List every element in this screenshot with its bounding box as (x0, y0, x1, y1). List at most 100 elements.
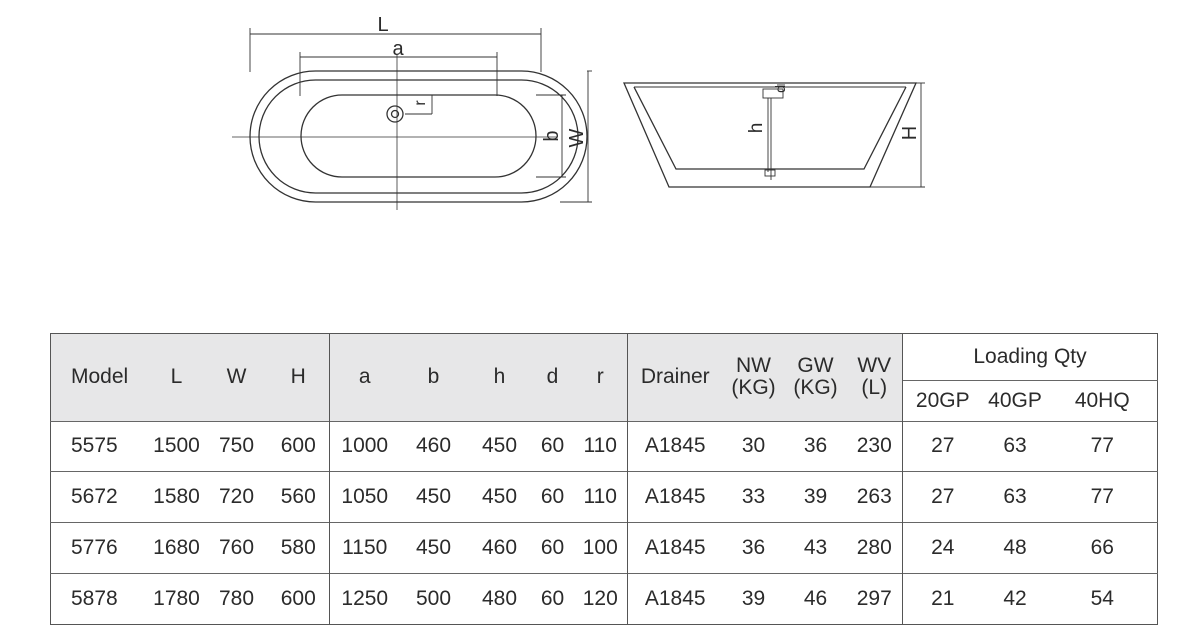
cell-d: 60 (531, 471, 574, 523)
cell-wv: 230 (846, 420, 903, 472)
cell-gw: 39 (784, 471, 847, 523)
header-b: b (399, 333, 468, 421)
header-d: d (531, 333, 574, 421)
cell-d: 60 (531, 522, 574, 574)
cell-qty-40gp: 48 (982, 522, 1048, 574)
header-20gp: 20GP (902, 380, 983, 421)
header-40gp: 40GP (982, 380, 1048, 421)
cell-drainer: A1845 (627, 573, 723, 625)
header-nw-top: NW (736, 354, 771, 378)
cell-r: 110 (573, 420, 628, 472)
cell-b: 450 (399, 522, 468, 574)
header-row: Model L W H a b h d r Drainer NW(KG) GW(… (50, 333, 1158, 421)
cell-wv: 297 (846, 573, 903, 625)
cell-gw: 43 (784, 522, 847, 574)
cell-d: 60 (531, 573, 574, 625)
cell-W: 720 (205, 471, 268, 523)
spec-table: Model L W H a b h d r Drainer NW(KG) GW(… (50, 333, 1159, 625)
header-wv-top: WV (857, 354, 892, 378)
cell-h: 450 (467, 420, 532, 472)
cell-qty-40gp: 63 (982, 471, 1048, 523)
header-gw-top: GW (797, 354, 834, 378)
cell-a: 1050 (329, 471, 400, 523)
cell-model: 5878 (50, 573, 148, 625)
cell-h: 480 (467, 573, 532, 625)
cell-qty-40hq: 77 (1047, 471, 1158, 523)
cell-model: 5776 (50, 522, 148, 574)
cell-qty-20gp: 27 (902, 420, 983, 472)
dim-label-W: W (566, 128, 588, 147)
cell-b: 450 (399, 471, 468, 523)
dim-label-h: h (746, 123, 767, 134)
cell-L: 1580 (147, 471, 206, 523)
cell-gw: 36 (784, 420, 847, 472)
cell-r: 100 (573, 522, 628, 574)
cell-a: 1250 (329, 573, 400, 625)
cell-nw: 39 (722, 573, 785, 625)
cell-H: 580 (267, 522, 330, 574)
header-40hq: 40HQ (1047, 380, 1158, 421)
cell-L: 1680 (147, 522, 206, 574)
header-h: h (467, 333, 532, 421)
cell-qty-40hq: 66 (1047, 522, 1158, 574)
cell-qty-20gp: 27 (902, 471, 983, 523)
cell-L: 1780 (147, 573, 206, 625)
cell-gw: 46 (784, 573, 847, 625)
cell-b: 500 (399, 573, 468, 625)
cell-drainer: A1845 (627, 420, 723, 472)
dim-label-a: a (392, 38, 404, 60)
header-L: L (147, 333, 206, 421)
cell-H: 600 (267, 420, 330, 472)
header-wv-bot: (L) (861, 376, 888, 400)
header-r: r (573, 333, 628, 421)
header-loading-qty: Loading Qty (902, 333, 1158, 381)
dim-label-H: H (899, 126, 921, 140)
header-gw: GW(KG) (784, 333, 847, 421)
header-gw-bot: (KG) (793, 376, 838, 400)
cell-qty-40gp: 42 (982, 573, 1048, 625)
cell-a: 1000 (329, 420, 400, 472)
cell-b: 460 (399, 420, 468, 472)
cell-a: 1150 (329, 522, 400, 574)
cell-r: 110 (573, 471, 628, 523)
header-model: Model (50, 333, 148, 421)
cell-model: 5575 (50, 420, 148, 472)
cell-H: 600 (267, 573, 330, 625)
header-drainer: Drainer (627, 333, 723, 421)
cell-d: 60 (531, 420, 574, 472)
cell-qty-20gp: 24 (902, 522, 983, 574)
cell-drainer: A1845 (627, 522, 723, 574)
cell-W: 750 (205, 420, 268, 472)
dim-label-d: d (772, 85, 788, 93)
cell-h: 450 (467, 471, 532, 523)
technical-drawings: L a r b W h d H (232, 14, 925, 210)
cell-qty-40gp: 63 (982, 420, 1048, 472)
dim-label-L: L (377, 14, 388, 36)
cell-wv: 280 (846, 522, 903, 574)
cell-W: 780 (205, 573, 268, 625)
cell-qty-20gp: 21 (902, 573, 983, 625)
cell-wv: 263 (846, 471, 903, 523)
cell-r: 120 (573, 573, 628, 625)
cell-W: 760 (205, 522, 268, 574)
cell-nw: 33 (722, 471, 785, 523)
header-H: H (267, 333, 330, 421)
header-subrow: 20GP 40GP 40HQ (51, 380, 1158, 421)
header-nw: NW(KG) (722, 333, 785, 421)
top-view-drawing (232, 28, 592, 210)
cell-model: 5672 (50, 471, 148, 523)
header-a: a (329, 333, 400, 421)
dim-label-b: b (541, 130, 563, 141)
cell-qty-40hq: 54 (1047, 573, 1158, 625)
cell-h: 460 (467, 522, 532, 574)
cell-nw: 36 (722, 522, 785, 574)
dim-label-r: r (412, 100, 429, 106)
side-view-drawing (623, 82, 925, 188)
cell-qty-40hq: 77 (1047, 420, 1158, 472)
cell-H: 560 (267, 471, 330, 523)
